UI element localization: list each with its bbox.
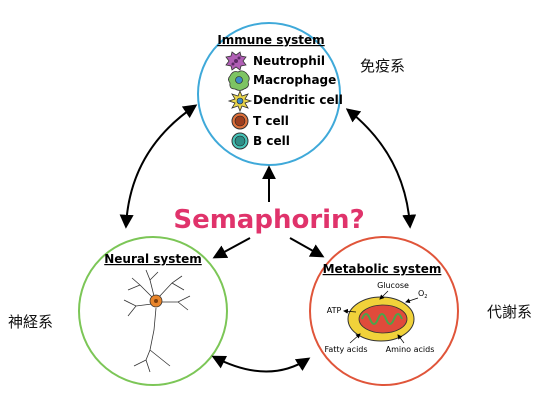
immune-jp-label: 免疫系 (360, 57, 405, 75)
neuron-icon (123, 269, 191, 373)
fatty-acids-arrow (349, 333, 361, 344)
t-cell-icon (231, 112, 249, 130)
neural-title: Neural system (104, 252, 202, 266)
cell-label-dendritic: Dendritic cell (253, 93, 343, 107)
label-o2: O2 (418, 289, 427, 300)
center-semaphorin-label: Semaphorin? (173, 205, 364, 235)
neural-jp-label: 神経系 (8, 313, 53, 331)
dendritic-cell-icon (227, 89, 253, 113)
metabolic-system-node: Metabolic system Glucose O2 ATP Fatty ac… (309, 236, 459, 386)
amino-acids-arrow (397, 334, 405, 344)
neural-circle (78, 236, 228, 386)
b-cell-icon (231, 132, 249, 150)
cell-label-macrophage: Macrophage (253, 73, 336, 87)
metabolic-title: Metabolic system (323, 262, 442, 276)
macrophage-icon (228, 70, 250, 91)
label-glucose: Glucose (377, 281, 409, 290)
cell-label-t-cell: T cell (253, 114, 289, 128)
metabolic-jp-label: 代謝系 (487, 303, 532, 321)
neural-system-node: Neural system (78, 236, 228, 386)
arrow-neural-metabolic (211, 355, 311, 373)
o2-arrow (405, 297, 419, 304)
arrow-immune-metabolic (345, 108, 417, 229)
mitochondrion-icon (347, 296, 415, 342)
arrow-center-to-neural (212, 237, 251, 259)
label-fatty-acids: Fatty acids (324, 345, 367, 354)
label-amino-acids: Amino acids (386, 345, 435, 354)
cell-label-b-cell: B cell (253, 134, 290, 148)
arrow-immune-neural (119, 104, 198, 229)
arrow-center-to-metabolic (289, 237, 325, 258)
immune-title: Immune system (217, 33, 324, 47)
label-atp: ATP (327, 306, 342, 315)
atp-arrow (343, 308, 357, 314)
glucose-arrow (379, 290, 389, 300)
cell-label-neutrophil: Neutrophil (253, 54, 325, 68)
neutrophil-icon (225, 51, 247, 71)
immune-system-node: Immune system Neutrophil Macrophage Dend… (197, 22, 343, 166)
